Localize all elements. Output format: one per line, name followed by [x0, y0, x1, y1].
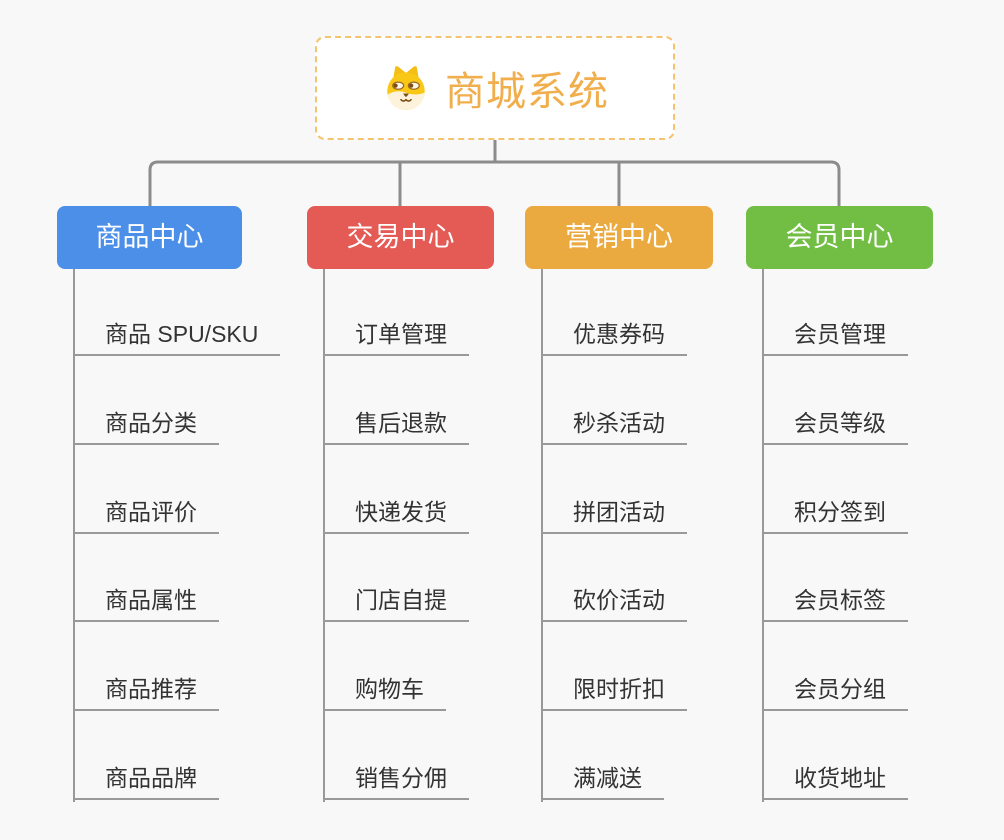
branch-bus-line — [148, 160, 841, 206]
leaf-node[interactable]: 优惠券码 — [541, 319, 687, 356]
leaf-node[interactable]: 商品评价 — [73, 497, 219, 534]
leaf-node[interactable]: 商品品牌 — [73, 763, 219, 800]
leaf-node[interactable]: 快递发货 — [323, 497, 469, 534]
root-node[interactable]: 商城系统 — [315, 36, 675, 140]
leaf-node[interactable]: 会员等级 — [762, 408, 908, 445]
branch-column-product: 商品 SPU/SKU 商品分类商品评价商品属性商品推荐商品品牌 — [73, 269, 281, 802]
branch-node-product[interactable]: 商品中心 — [57, 206, 242, 269]
leaf-node[interactable]: 满减送 — [541, 763, 664, 800]
root-title: 商城系统 — [445, 70, 609, 114]
branch-column-trade: 订单管理售后退款快递发货门店自提购物车销售分佣 — [323, 269, 469, 802]
leaf-node[interactable]: 会员标签 — [762, 585, 908, 622]
branch-node-member[interactable]: 会员中心 — [746, 206, 933, 269]
branch-column-marketing: 优惠券码秒杀活动拼团活动砍价活动限时折扣满减送 — [541, 269, 687, 802]
leaf-node[interactable]: 限时折扣 — [541, 674, 687, 711]
leaf-node[interactable]: 购物车 — [323, 674, 446, 711]
leaf-node[interactable]: 秒杀活动 — [541, 408, 687, 445]
leaf-node[interactable]: 商品推荐 — [73, 674, 219, 711]
leaf-node[interactable]: 销售分佣 — [323, 763, 469, 800]
leaf-node[interactable]: 收货地址 — [762, 763, 908, 800]
leaf-node[interactable]: 会员管理 — [762, 319, 908, 356]
branch-column-member: 会员管理会员等级积分签到会员标签会员分组收货地址 — [762, 269, 908, 802]
leaf-node[interactable]: 商品属性 — [73, 585, 219, 622]
leaf-node[interactable]: 门店自提 — [323, 585, 469, 622]
dog-face-icon — [381, 63, 431, 113]
leaf-node[interactable]: 会员分组 — [762, 674, 908, 711]
leaf-node[interactable]: 拼团活动 — [541, 497, 687, 534]
branch-node-marketing[interactable]: 营销中心 — [525, 206, 713, 269]
leaf-node[interactable]: 售后退款 — [323, 408, 469, 445]
branch-node-trade[interactable]: 交易中心 — [307, 206, 494, 269]
leaf-node[interactable]: 积分签到 — [762, 497, 908, 534]
leaf-node[interactable]: 订单管理 — [323, 319, 469, 356]
leaf-node[interactable]: 砍价活动 — [541, 585, 687, 622]
leaf-node[interactable]: 商品 SPU/SKU — [73, 319, 281, 356]
leaf-node[interactable]: 商品分类 — [73, 408, 219, 445]
